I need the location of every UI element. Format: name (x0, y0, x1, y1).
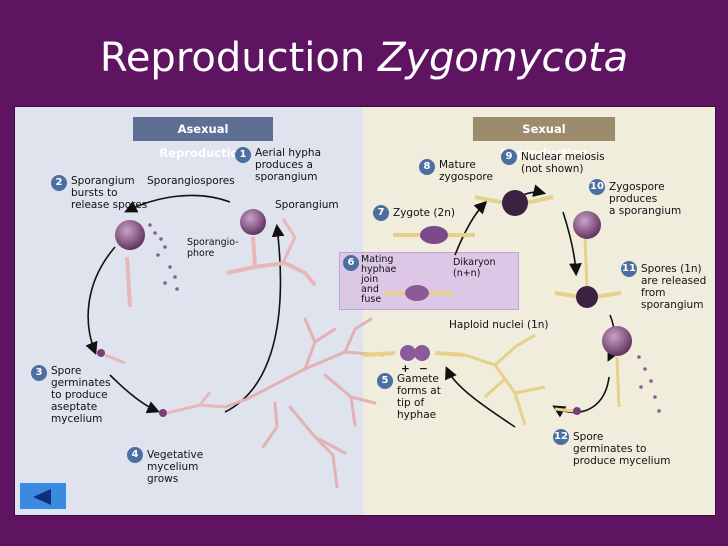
step-7-badge: 7 (373, 205, 389, 221)
arrow-zygote (454, 200, 488, 256)
yellow-mycelium (464, 333, 546, 426)
step-8-badge: 8 (419, 159, 435, 175)
germinating-spore (97, 349, 126, 365)
step-9-badge: 9 (501, 149, 517, 165)
mating-hyphae (385, 285, 453, 301)
step-5-badge: 5 (377, 373, 393, 389)
vegetative-mycelium (159, 391, 226, 417)
sexual-panel (363, 107, 715, 515)
aerial-sporangium (226, 209, 317, 287)
arrow-gamete (445, 366, 516, 428)
dikaryon-label: Dikaryon(n+n) (453, 257, 496, 279)
step-4-badge: 4 (127, 447, 143, 463)
minus-label: − (419, 363, 428, 375)
step-11-badge: 11 (621, 261, 637, 277)
title-main: Reproduction (99, 35, 366, 81)
title-italic: Zygomycota (377, 35, 629, 81)
sexual-header: Sexual Reproduction (473, 117, 615, 160)
asexual-header: Asexual Reproduction (133, 117, 273, 160)
step-12-badge: 12 (553, 429, 569, 445)
mature-zygospore (474, 190, 554, 216)
step-6-badge: 6 (343, 255, 359, 271)
haploid-nuclei-label: Haploid nuclei (1n) (449, 319, 549, 331)
arrow-zygospore-sporangium (562, 211, 582, 277)
asexual-panel (15, 107, 363, 515)
germinating-spore-right (554, 407, 581, 415)
sporangium-label: Sporangium (275, 199, 339, 211)
arrow-spore-germinate (552, 376, 610, 418)
step-7-label: Zygote (2n) (393, 207, 455, 219)
sporangiophore-label: Sporangio-phore (187, 237, 239, 259)
mating-highlight-box (339, 252, 519, 310)
life-cycle-illustration (85, 184, 661, 489)
released-spores-sporangium (602, 326, 661, 413)
step-2-badge: 2 (51, 175, 67, 191)
step-3-badge: 3 (31, 365, 47, 381)
plus-label: + (401, 363, 410, 375)
arrow-germinate (85, 246, 116, 355)
gametes (362, 345, 466, 361)
sporangiospores-label: Sporangiospores (147, 175, 235, 187)
back-button[interactable] (19, 482, 67, 510)
bursting-sporangium (115, 220, 179, 308)
slide-title: Reproduction Zygomycota (0, 34, 728, 82)
arrow-vegetative (109, 374, 160, 414)
arrow-release (124, 194, 231, 213)
step-10-badge: 10 (589, 179, 605, 195)
zygospore-sporangium (554, 211, 622, 308)
life-cycle-figure: Asexual Reproduction Sexual Reproduction… (14, 106, 716, 516)
left-triangle-icon (33, 489, 51, 505)
zygote (393, 226, 475, 244)
central-mycelium (223, 317, 385, 489)
step-9-label: Nuclear meiosis(not shown) (521, 151, 605, 175)
step-1-badge: 1 (235, 147, 251, 163)
